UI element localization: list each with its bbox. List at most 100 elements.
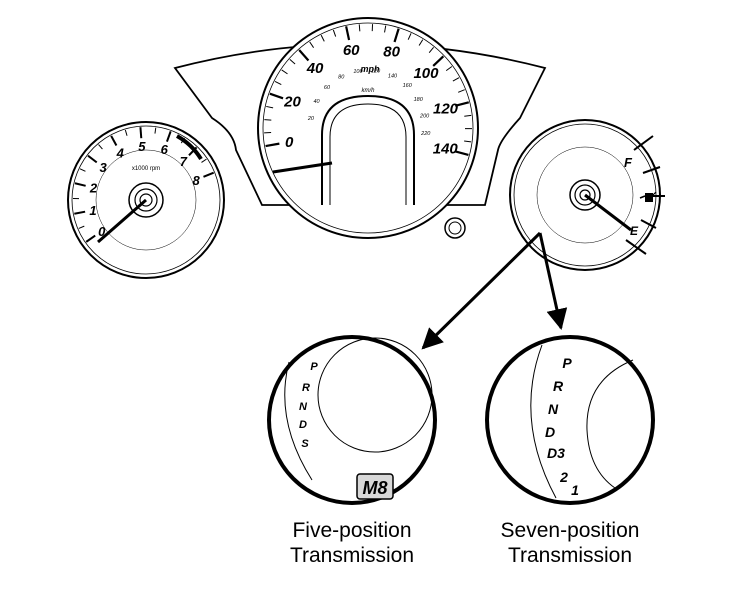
speedometer-tick xyxy=(269,92,284,100)
tachometer-tick xyxy=(98,144,103,150)
speedometer-tick xyxy=(428,46,434,54)
speedometer-needle xyxy=(272,161,333,174)
speedometer-kmh-label: 200 xyxy=(419,113,430,119)
seven-position-caption-line2: Transmission xyxy=(508,544,632,567)
gear-indicator-box xyxy=(356,473,394,500)
fuel-pump-icon xyxy=(639,191,657,202)
speedometer-tick xyxy=(445,66,453,72)
tachometer-tick xyxy=(203,171,215,178)
arrow-to-five-position xyxy=(421,231,542,350)
speedometer-kmh-label: 100 xyxy=(353,69,363,75)
tachometer-tick xyxy=(74,182,86,187)
speedometer-kmh-label: 180 xyxy=(414,97,424,103)
speedometer-tick xyxy=(274,80,282,86)
five-position-caption-line1: Five-position xyxy=(292,519,411,542)
seven-position-letter: N xyxy=(548,401,559,417)
tachometer-tick xyxy=(166,130,172,142)
seven-position-letter: D xyxy=(545,424,555,440)
five-position-letter: P xyxy=(310,361,318,373)
speedometer-tick xyxy=(266,105,274,109)
tachometer-label: 4 xyxy=(116,146,125,161)
speedometer-tick xyxy=(432,55,445,67)
speedometer-kmh-label: 120 xyxy=(371,68,381,74)
speedometer-mph-label: 0 xyxy=(285,134,294,151)
speedometer-tick xyxy=(393,28,400,43)
speedometer-tick xyxy=(358,24,361,32)
fuel-gauge-ticks xyxy=(625,135,665,255)
five-position-caption-line2: Transmission xyxy=(290,544,414,567)
fuel-full-label: F xyxy=(624,155,633,170)
seven-position-caption-line1: Seven-position xyxy=(501,519,640,542)
speedometer-tick xyxy=(454,150,469,156)
tachometer-label: 7 xyxy=(180,154,188,169)
tachometer-label: 2 xyxy=(89,181,98,196)
speedometer-mph-label: 60 xyxy=(343,42,360,59)
speedometer-tick xyxy=(345,26,351,41)
callout-arrows xyxy=(421,231,568,350)
seven-position-letter: P xyxy=(562,355,572,371)
speedometer-tick xyxy=(454,101,470,107)
speedometer-tick xyxy=(457,89,465,93)
trip-reset-knob xyxy=(444,217,466,239)
speedometer-mph-labels: 0 20 40 60 80 100 120 140 xyxy=(283,42,459,158)
tachometer-tick xyxy=(201,158,207,163)
tachometer-tick xyxy=(74,210,86,215)
speedometer-kmh-label: 160 xyxy=(403,83,413,89)
speedometer-tick-marks xyxy=(264,24,473,156)
arrow-to-seven-position xyxy=(538,232,568,331)
speedometer-kmh-label: 40 xyxy=(313,99,320,105)
tachometer-tick xyxy=(79,168,86,172)
speedometer-mph-label: 40 xyxy=(306,60,324,77)
speedometer-tick xyxy=(309,41,315,48)
speedometer-kmh-label: 80 xyxy=(338,75,345,81)
speedometer-tick xyxy=(298,49,310,62)
speedometer-mph-label: 80 xyxy=(383,44,400,61)
speedometer-tick xyxy=(264,119,272,121)
seven-position-letter: D3 xyxy=(547,445,565,461)
speedometer-mph-label: 100 xyxy=(413,65,439,82)
five-position-letter: S xyxy=(301,438,309,450)
tachometer-tick xyxy=(154,127,157,134)
speedometer-tick xyxy=(452,77,460,82)
tachometer-tick xyxy=(139,127,143,139)
speedometer-tick xyxy=(464,140,472,143)
speedometer-tick xyxy=(384,25,387,33)
tachometer-tick xyxy=(85,234,96,243)
tachometer-label: 0 xyxy=(98,224,106,239)
tachometer-tick xyxy=(87,154,98,164)
speedometer-kmh-label: 220 xyxy=(420,131,431,137)
tachometer-label: 1 xyxy=(89,203,96,218)
five-position-letter: D xyxy=(299,419,307,431)
speedometer-tick xyxy=(265,142,280,148)
speedometer-tick xyxy=(281,69,288,75)
seven-position-letter: R xyxy=(553,378,564,394)
speedometer-kmh-label: 60 xyxy=(324,85,331,91)
fuel-empty-label: E xyxy=(630,224,639,238)
fuel-gauge-needle xyxy=(584,193,632,232)
speedometer-tick xyxy=(289,59,296,65)
speedometer-mph-label: 140 xyxy=(433,141,459,158)
gear-indicator: M8 xyxy=(362,478,387,498)
tachometer-label: 6 xyxy=(161,142,169,157)
five-position-letter: N xyxy=(299,401,308,413)
seven-position-letter: 1 xyxy=(571,482,579,498)
speedometer-mph-label: 120 xyxy=(433,100,459,117)
five-position-letter: R xyxy=(302,382,310,394)
speedometer-tick xyxy=(320,34,325,42)
tachometer-label: 3 xyxy=(99,160,107,175)
tachometer-label: 8 xyxy=(192,173,200,188)
speedometer-mph-label: 20 xyxy=(283,94,301,111)
speedometer-kmh-label: 20 xyxy=(307,116,315,122)
speedometer-tick xyxy=(418,39,424,46)
speedometer-kmh-unit: km/h xyxy=(361,88,375,94)
speedometer-tick xyxy=(332,29,337,37)
speedometer-tick xyxy=(407,33,412,40)
